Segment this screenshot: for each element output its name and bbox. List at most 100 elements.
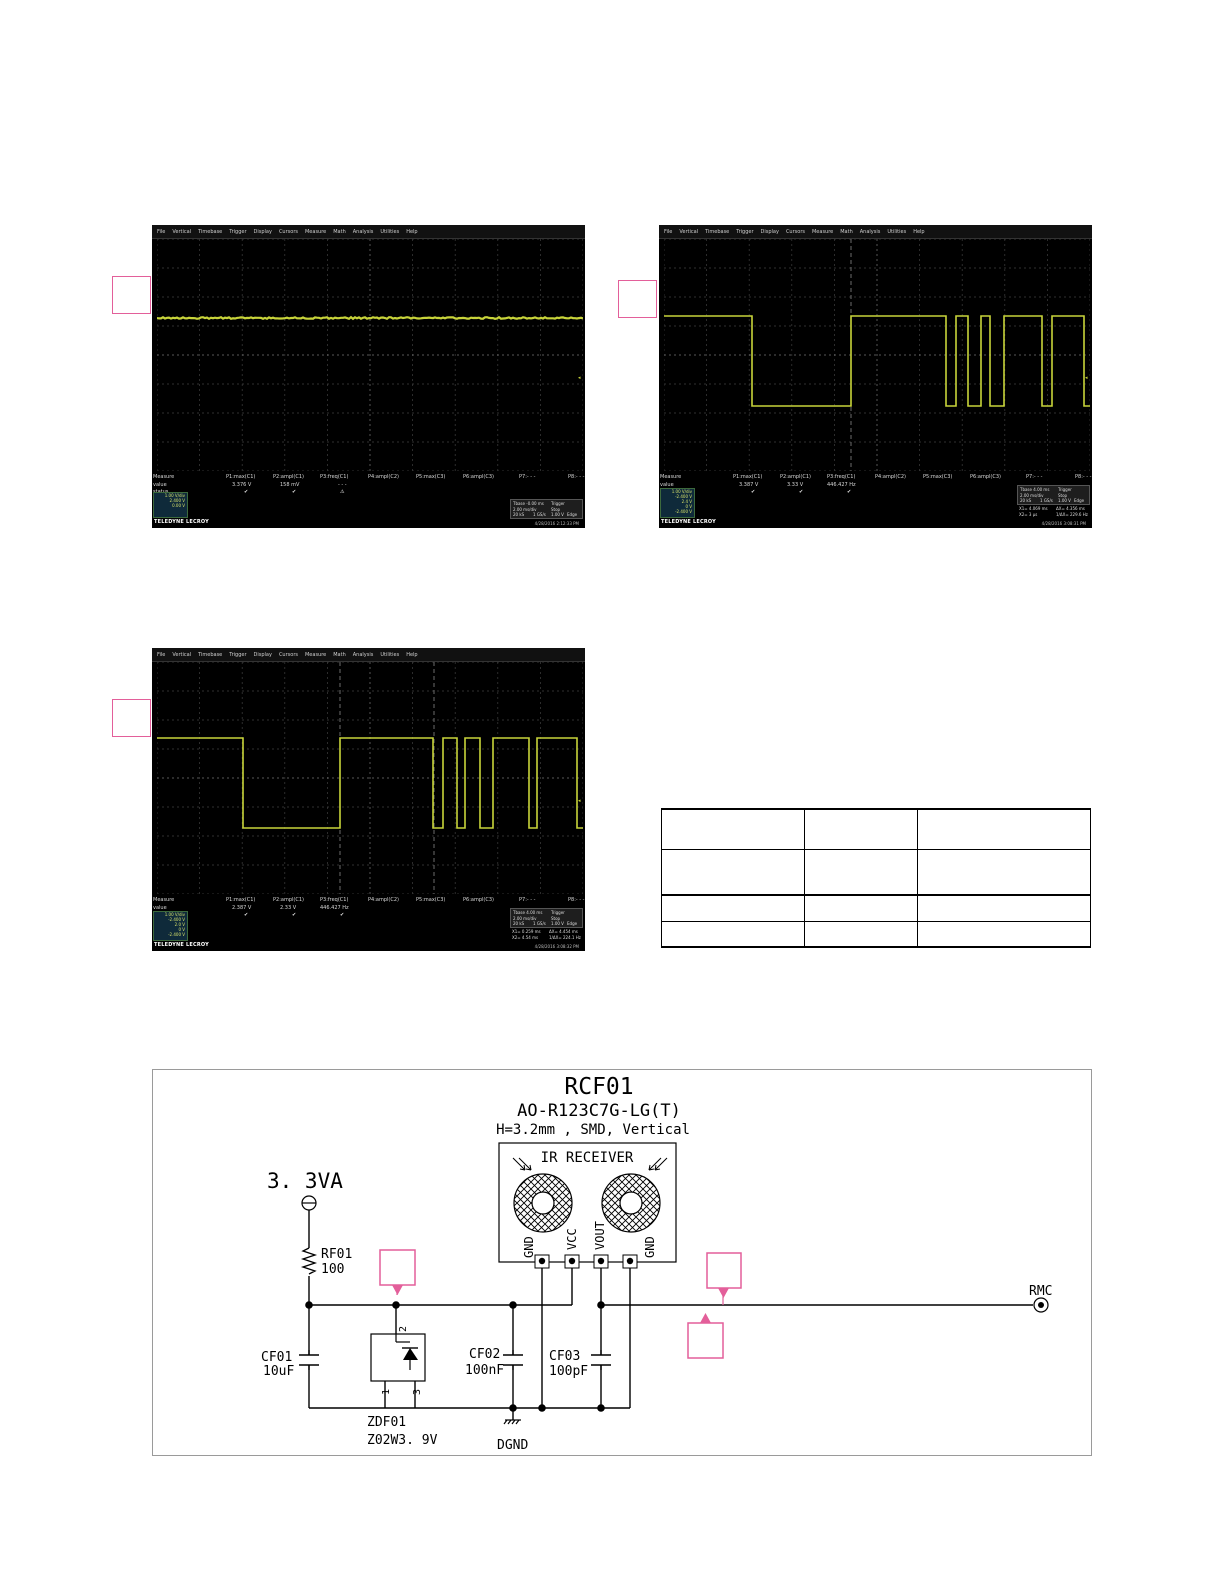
resistor-symbol (303, 1248, 315, 1274)
table-row (662, 895, 1091, 921)
timebase-delay: Tbase 4.00 ms (513, 910, 542, 915)
timebase-box[interactable]: Tbase -0.00 ms Trigger 2.00 ms/div Stop … (510, 499, 583, 519)
menu-item: Vertical (172, 229, 191, 235)
brand-logo: TELEDYNE LECROY (154, 519, 209, 525)
brand-logo: TELEDYNE LECROY (154, 942, 209, 948)
brand-logo: TELEDYNE LECROY (661, 519, 716, 525)
menu-item: Math (840, 229, 853, 235)
menu-item: Vertical (679, 229, 698, 235)
measure-panel: Measure P1:max(C1) P2:ampl(C1) P3:freq(C… (152, 471, 585, 526)
menu-item: Display (254, 229, 272, 235)
measure-label: Measure (153, 474, 174, 480)
measure-p6: P6:ampl(C3) (463, 474, 494, 480)
value-p3: 446.427 Hz (320, 905, 349, 911)
menu-item: Measure (305, 652, 326, 658)
scope-waveform-3: ◂ (157, 662, 583, 894)
marker-box-1 (112, 276, 151, 314)
value-p2: 2.33 V (280, 905, 296, 911)
output-label: RMC (1029, 1284, 1052, 1299)
measure-p8: P8:- - - (568, 897, 584, 903)
timebase-box[interactable]: Tbase 4.00 ms Trigger 2.00 ms/div Stop 2… (510, 908, 583, 928)
measure-p1: P1:max(C1) (226, 897, 255, 903)
capacitor-cf02-symbol (503, 1350, 523, 1370)
timebase-delay: Tbase -0.00 ms (513, 501, 544, 506)
cursor-freq: 1/ΔX= 224.1 Hz (549, 935, 581, 940)
channel-box[interactable]: 1.00 V/div -2.400 V 2.0 V 0 V -2.400 V (153, 911, 188, 941)
ir-receiver-schematic: RCF01 AO-R123C7G-LG(T) H=3.2mm , SMD, Ve… (152, 1069, 1092, 1456)
pin-label-vout: VOUT (593, 1221, 607, 1250)
resistor-value: 100 (321, 1262, 344, 1277)
value-p2: 158 mV (280, 482, 299, 488)
value-p1: 3.387 V (739, 482, 758, 488)
scope-menu-bar: File Vertical Timebase Trigger Display C… (659, 225, 1092, 239)
measure-p3: P3:freq(C1) (320, 897, 348, 903)
status-p2: ✔ (292, 489, 296, 495)
menu-item: Trigger (736, 229, 753, 235)
menu-item: Timebase (198, 652, 222, 658)
schematic-drawing: RCF01 AO-R123C7G-LG(T) H=3.2mm , SMD, Ve… (153, 1070, 1091, 1455)
menu-item: Display (254, 652, 272, 658)
measure-panel: Measure P1:max(C1) P2:ampl(C1) P3:freq(C… (659, 471, 1092, 526)
cap1-value: 10uF (263, 1364, 294, 1379)
scope-screen-2: File Vertical Timebase Trigger Display C… (659, 225, 1092, 528)
pin-label-vcc: VCC (565, 1228, 579, 1250)
cursor-dx: ΔX= 4.454 ms (549, 929, 578, 934)
sample-count: 20 kS (1020, 498, 1031, 503)
menu-item: Help (406, 229, 417, 235)
measure-label: Measure (660, 474, 681, 480)
status-p3: ✔ (340, 912, 344, 918)
scope-grid: ◂ (157, 662, 583, 894)
trigger-type: Edge (567, 921, 577, 926)
menu-item: Utilities (887, 229, 906, 235)
scope-grid: ◂ (664, 239, 1090, 471)
scope-waveform-1: ◂ (157, 239, 583, 471)
marker-box-3 (112, 699, 151, 737)
scope-menu-bar: File Vertical Timebase Trigger Display C… (152, 648, 585, 662)
trigger-level: 1.00 V (1058, 498, 1071, 503)
menu-item: Cursors (279, 652, 298, 658)
timestamp: 4/28/2016 3:08:31 PM (1042, 521, 1086, 526)
menu-item: Analysis (353, 229, 374, 235)
cursor-dx: ΔX= 4.356 ms (1056, 506, 1085, 511)
timebase-box[interactable]: Tbase 4.00 ms Trigger 2.00 ms/div Stop 2… (1017, 485, 1090, 505)
menu-item: Vertical (172, 652, 191, 658)
zener-pin: 3 (412, 1389, 423, 1395)
menu-item: Cursors (279, 229, 298, 235)
measure-p1: P1:max(C1) (226, 474, 255, 480)
pin-label-gnd: GND (522, 1236, 536, 1258)
measure-p3: P3:freq(C1) (827, 474, 855, 480)
channel-level: -2.400 V (661, 509, 694, 514)
value-p1: 3.376 V (232, 482, 251, 488)
trigger-type: Edge (567, 512, 577, 517)
menu-item: Math (333, 229, 346, 235)
measure-p4: P4:ampl(C2) (368, 474, 399, 480)
trigger-label: Trigger (1058, 487, 1072, 492)
sample-rate: 1 GS/s (533, 512, 546, 517)
part-description: H=3.2mm , SMD, Vertical (496, 1122, 690, 1138)
measure-panel: Measure P1:max(C1) P2:ampl(C1) P3:freq(C… (152, 894, 585, 949)
resistor-ref: RF01 (321, 1247, 352, 1262)
measure-p2: P2:ampl(C1) (273, 474, 304, 480)
trigger-label: Trigger (551, 910, 565, 915)
scope-menu-bar: File Vertical Timebase Trigger Display C… (152, 225, 585, 239)
measure-p6: P6:ampl(C3) (463, 897, 494, 903)
measure-p8: P8:- - - (1075, 474, 1091, 480)
value-p1: 2.387 V (232, 905, 251, 911)
menu-item: Cursors (786, 229, 805, 235)
value-label: value (153, 482, 167, 488)
menu-item: Timebase (705, 229, 729, 235)
status-p1: ✔ (751, 489, 755, 495)
measure-p8: P8:- - - (568, 474, 584, 480)
measure-p1: P1:max(C1) (733, 474, 762, 480)
trigger-level: 1.00 V (551, 512, 564, 517)
ground-icon (504, 1420, 521, 1424)
measure-p4: P4:ampl(C2) (875, 474, 906, 480)
measure-p4: P4:ampl(C2) (368, 897, 399, 903)
channel-box[interactable]: 1.00 V/div 2.400 V 0.00 V (153, 492, 188, 518)
menu-item: Utilities (380, 229, 399, 235)
value-p2: 3.33 V (787, 482, 803, 488)
table-row (662, 921, 1091, 947)
channel-box[interactable]: 1.00 V/div -2.400 V 2.4 V 0 V -2.400 V (660, 488, 695, 518)
scope-screen-3: File Vertical Timebase Trigger Display C… (152, 648, 585, 951)
menu-item: Help (406, 652, 417, 658)
